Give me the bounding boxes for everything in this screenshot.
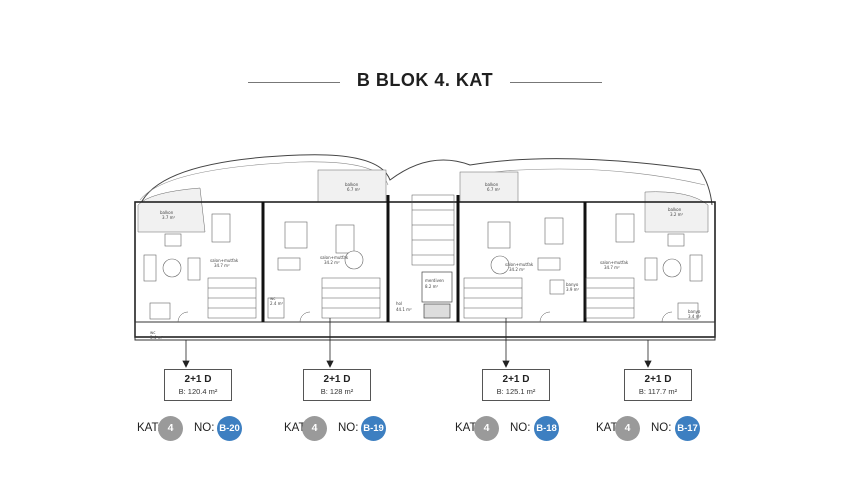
room-label: salon+mutfak — [210, 258, 239, 263]
room-area: 2.4 m² — [270, 301, 284, 306]
kat-label: KAT: — [137, 422, 161, 434]
room-area: 34.2 m² — [509, 267, 525, 272]
balcony-center-right — [459, 171, 519, 203]
unit-meta-row: KAT: 4 NO: B-19 — [284, 416, 394, 442]
lower-corridor — [134, 321, 716, 341]
unit-type: 2+1 D — [323, 374, 351, 385]
room-label: balkon — [160, 210, 174, 215]
page-title: B BLOK 4. KAT — [356, 70, 494, 90]
unit-arrows — [182, 318, 652, 368]
stairs — [207, 194, 635, 319]
room-labels: balkon 3.7 m² balkon 6.7 m² balkon 6.7 m… — [150, 182, 702, 340]
no-label: NO: — [510, 422, 531, 434]
room-area: 3.7 m² — [162, 215, 176, 220]
floor-badge: 4 — [615, 416, 640, 441]
unit-number-badge: B-18 — [534, 416, 559, 441]
outer-walls — [134, 201, 716, 338]
title-divider-left — [248, 82, 340, 83]
unit-info-box: 2+1 D B: 117.7 m² — [624, 369, 692, 401]
room-area: 6.7 m² — [347, 187, 361, 192]
unit-area: B: 128 m² — [320, 387, 354, 396]
kat-label: KAT: — [284, 422, 308, 434]
no-label: NO: — [338, 422, 359, 434]
floor-badge: 4 — [158, 416, 183, 441]
unit-type: 2+1 D — [502, 374, 530, 385]
room-label: merdiven — [425, 278, 444, 283]
unit-area: B: 125.1 m² — [496, 387, 536, 396]
room-label: hol — [396, 301, 402, 306]
floor-badge: 4 — [474, 416, 499, 441]
floor-badge: 4 — [302, 416, 327, 441]
unit-info-box: 2+1 D B: 128 m² — [303, 369, 371, 401]
room-area: 3.9 m² — [566, 287, 580, 292]
room-area: 3.4 m² — [150, 335, 164, 340]
room-area: 34.2 m² — [324, 260, 340, 265]
room-label: banyo — [688, 309, 701, 314]
room-area: 6.7 m² — [487, 187, 501, 192]
room-area: 34.7 m² — [604, 265, 620, 270]
room-label: wc — [270, 296, 275, 301]
title-divider-right — [510, 82, 602, 83]
separator-walls — [261, 195, 587, 322]
unit-meta-row: KAT: 4 NO: B-17 — [596, 416, 706, 442]
room-area: 3.2 m² — [670, 212, 684, 217]
room-label: salon+mutfak — [505, 262, 534, 267]
unit-number-badge: B-17 — [675, 416, 700, 441]
kat-label: KAT: — [455, 422, 479, 434]
room-area: 3.4 m² — [688, 314, 702, 319]
room-label: balkon — [485, 182, 499, 187]
no-label: NO: — [651, 422, 672, 434]
no-label: NO: — [194, 422, 215, 434]
room-label: wc — [150, 330, 155, 335]
title-row: B BLOK 4. KAT — [0, 68, 850, 98]
room-label: balkon — [345, 182, 359, 187]
room-label: balkon — [668, 207, 682, 212]
roof-curve — [139, 154, 713, 206]
unit-info-box: 2+1 D B: 120.4 m² — [164, 369, 232, 401]
room-area: 8.2 m² — [425, 284, 439, 289]
room-area: 34.7 m² — [214, 263, 230, 268]
unit-number-badge: B-20 — [217, 416, 242, 441]
unit-meta-row: KAT: 4 NO: B-18 — [455, 416, 565, 442]
room-area: 44.1 m² — [396, 307, 412, 312]
unit-number-badge: B-19 — [361, 416, 386, 441]
room-label: banyo — [566, 282, 579, 287]
unit-area: B: 120.4 m² — [178, 387, 218, 396]
unit-info-box: 2+1 D B: 125.1 m² — [482, 369, 550, 401]
unit-type: 2+1 D — [184, 374, 212, 385]
room-label: salon+mutfak — [600, 260, 629, 265]
unit-type: 2+1 D — [644, 374, 672, 385]
unit-area: B: 117.7 m² — [638, 387, 678, 396]
kat-label: KAT: — [596, 422, 620, 434]
room-label: salon+mutfak — [320, 255, 349, 260]
elevator — [421, 271, 453, 319]
doors — [177, 311, 673, 323]
unit-meta-row: KAT: 4 NO: B-20 — [137, 416, 247, 442]
furniture — [143, 213, 703, 320]
